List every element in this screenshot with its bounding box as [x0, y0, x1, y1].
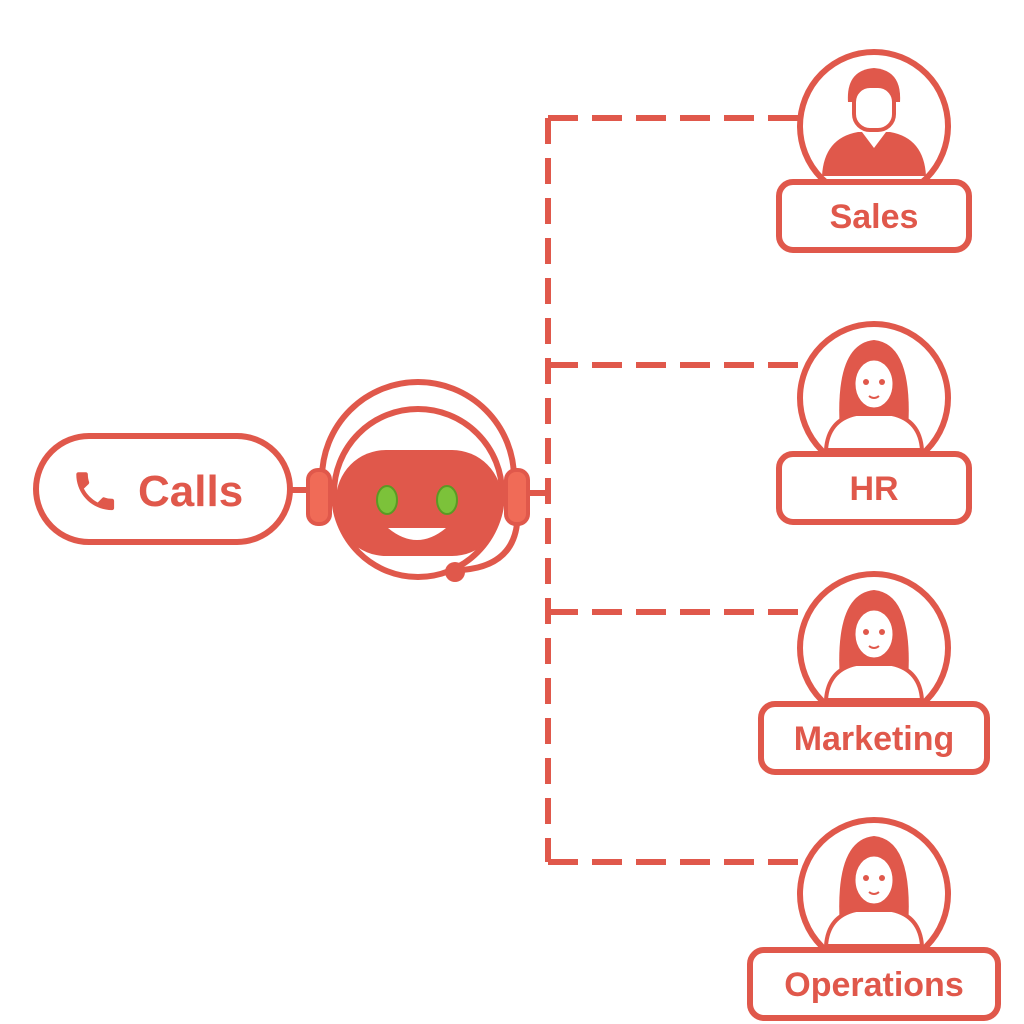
department-label: Sales: [830, 198, 919, 236]
agent-collar: [862, 132, 886, 148]
headset-mic: [445, 562, 465, 582]
agent-mouth: [868, 645, 880, 649]
robot-face: [336, 450, 502, 556]
department-label-pill[interactable]: [776, 179, 972, 253]
phone-icon: [76, 472, 115, 511]
department-node-marketing[interactable]: Marketing: [758, 571, 990, 775]
department-node-operations[interactable]: Operations: [747, 817, 1001, 1021]
headset-left-ear: [306, 468, 332, 526]
headset-right-ear: [504, 468, 530, 526]
agent-face: [852, 357, 896, 411]
department-label-pill[interactable]: [747, 947, 1001, 1021]
female-agent-icon: [823, 590, 925, 702]
headset-band: [319, 379, 517, 479]
robot-smile: [388, 528, 446, 540]
agent-body: [822, 132, 926, 176]
robot-headset-icon: [306, 379, 530, 582]
agent-face: [852, 853, 896, 907]
agent-mouth: [868, 891, 880, 895]
headset-mic-boom: [461, 523, 520, 573]
calls-node[interactable]: Calls: [33, 433, 293, 545]
agent-left-eye: [863, 629, 869, 635]
department-node-sales[interactable]: Sales: [776, 49, 972, 253]
agent-face: [852, 607, 896, 661]
robot-left-eye: [376, 485, 398, 515]
agent-body: [823, 662, 925, 702]
agent-body: [823, 908, 925, 948]
calls-label: Calls: [138, 467, 243, 516]
agent-mouth: [868, 395, 880, 399]
department-label: HR: [849, 470, 898, 508]
agent-right-eye: [879, 379, 885, 385]
robot-right-eye: [436, 485, 458, 515]
agent-face: [852, 84, 896, 132]
department-label: Operations: [784, 966, 963, 1004]
agent-right-eye: [879, 875, 885, 881]
male-agent-icon: [822, 68, 926, 176]
agent-left-eye: [863, 379, 869, 385]
agent-body: [823, 412, 925, 452]
female-agent-icon: [823, 836, 925, 948]
department-label-pill[interactable]: [776, 451, 972, 525]
department-label: Marketing: [794, 720, 955, 758]
department-label-pill[interactable]: [758, 701, 990, 775]
department-node-hr[interactable]: HR: [776, 321, 972, 525]
agent-left-eye: [863, 875, 869, 881]
agent-right-eye: [879, 629, 885, 635]
calls-pill[interactable]: [33, 433, 293, 545]
female-agent-icon: [823, 340, 925, 452]
